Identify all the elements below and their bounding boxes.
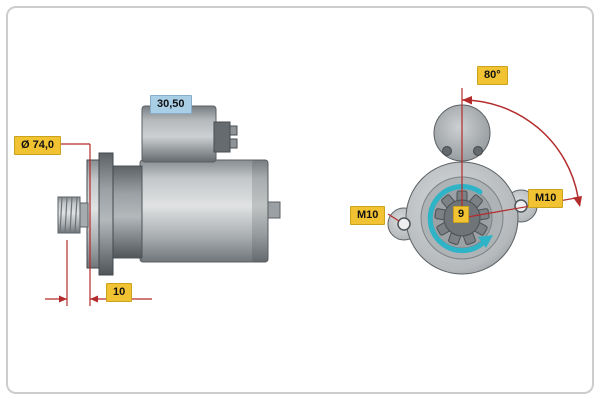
label-bolt-size-left: M10 xyxy=(350,206,386,225)
rotation-arrow xyxy=(427,184,487,254)
front-view xyxy=(387,104,538,275)
dim-arrow-left xyxy=(59,295,67,303)
bolt-leader-left xyxy=(387,213,400,222)
bolt-hole-right xyxy=(514,199,528,213)
angle-arc xyxy=(461,99,579,198)
label-pinion-offset: 10 xyxy=(106,283,133,302)
label-pinion-tooth-count: 9 xyxy=(453,206,470,223)
label-bolt-size-right: M10 xyxy=(528,189,564,208)
angle-arc-arrow-end xyxy=(573,196,582,207)
dim-arrow-right xyxy=(90,295,98,303)
bolt-hole-left xyxy=(397,217,411,231)
flange-plate-rear xyxy=(98,152,114,276)
label-flange-diameter: Ø 74,0 xyxy=(14,136,62,155)
terminal-stud-bottom xyxy=(229,138,238,149)
side-dimensions xyxy=(45,143,152,306)
pinion-gear xyxy=(57,196,81,234)
side-view xyxy=(57,105,281,276)
flange-plate-front xyxy=(86,159,100,269)
motor-end-cap xyxy=(252,160,268,262)
intermediate-bracket xyxy=(111,165,143,259)
boss-hole-right xyxy=(473,146,483,156)
boss-hole-left xyxy=(442,146,452,156)
solenoid xyxy=(141,105,217,163)
rotation-arrow-head xyxy=(478,235,493,248)
terminal-stud-top xyxy=(229,125,238,136)
label-dimension-blue: 30,50 xyxy=(150,95,192,114)
motor-body xyxy=(139,159,269,263)
angle-arc-arrow-start xyxy=(462,96,472,105)
label-mounting-angle: 80° xyxy=(477,66,508,85)
terminal-block xyxy=(213,121,231,153)
